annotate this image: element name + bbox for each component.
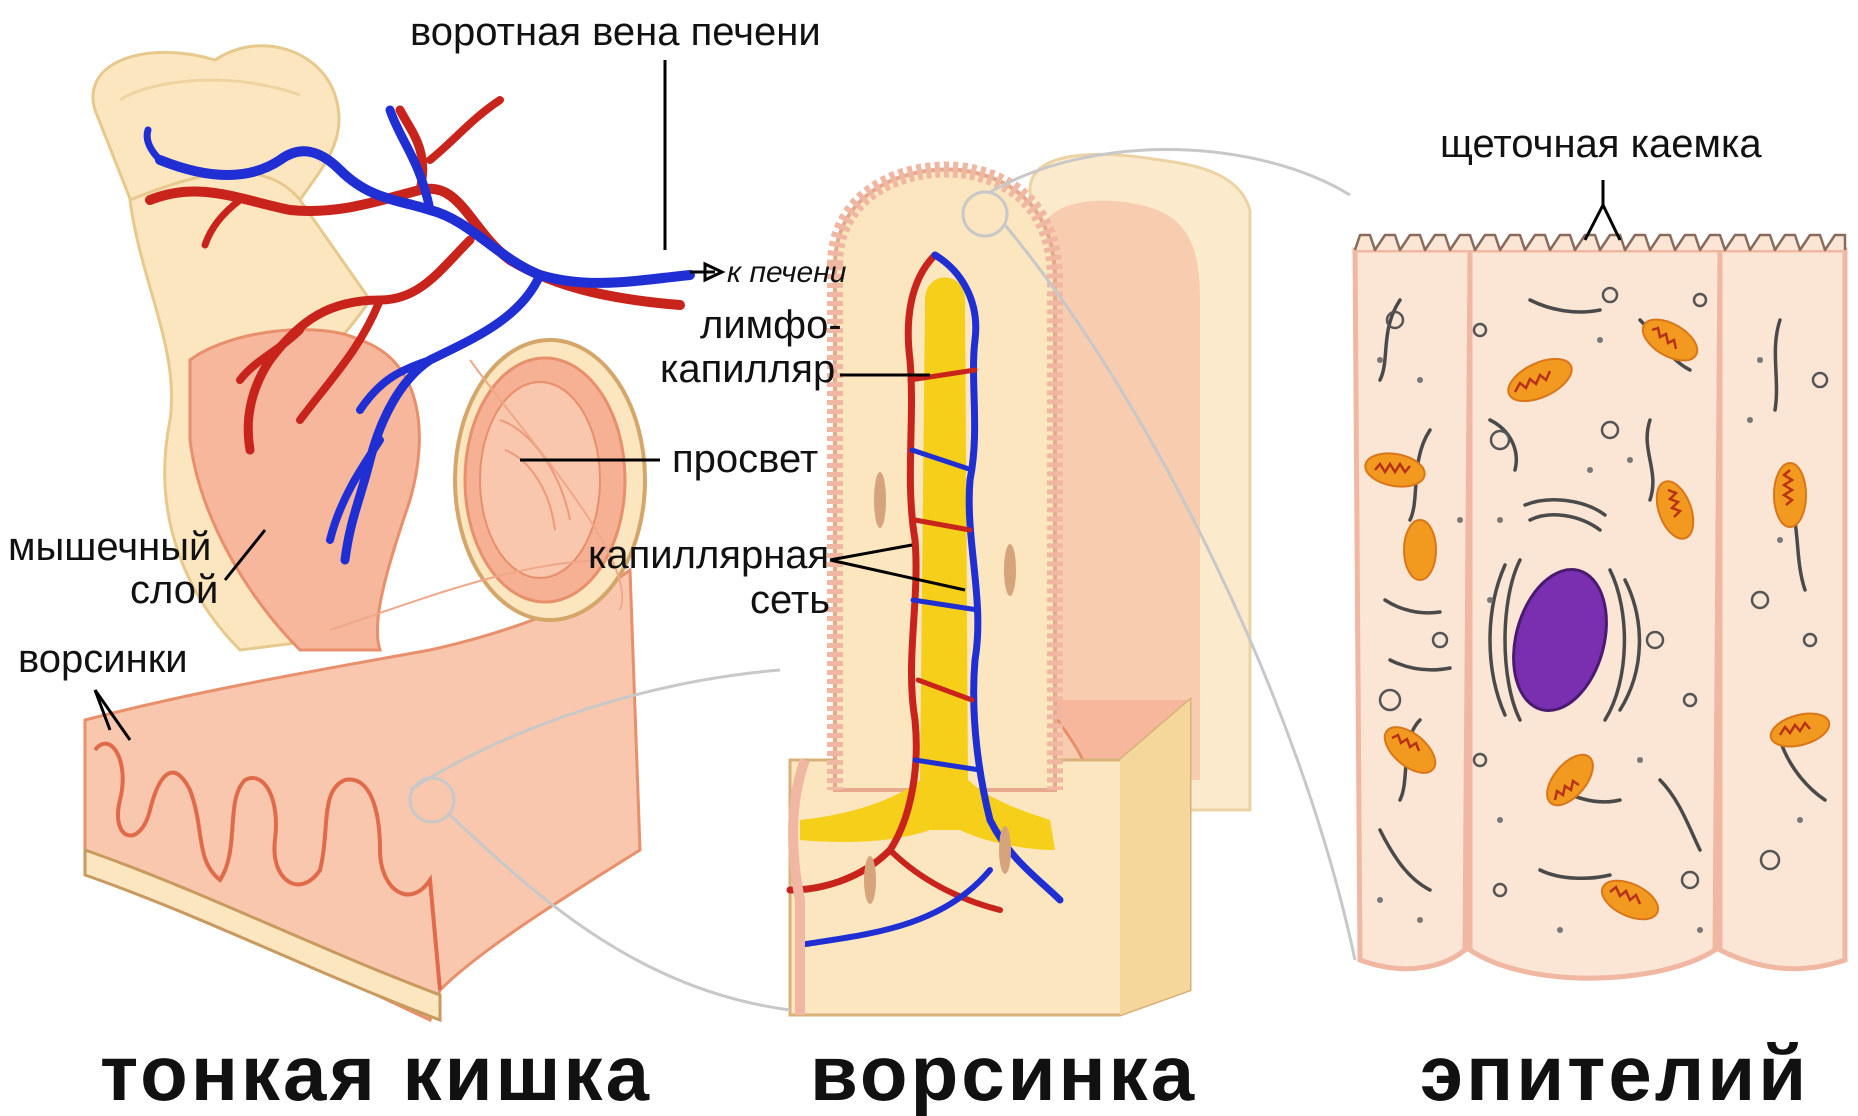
microvilli: [1355, 235, 1845, 250]
panel-title-small-intestine: тонкая кишка: [100, 1029, 652, 1116]
lymph-capillary-label-line1: лимфо-: [700, 303, 842, 347]
muscle-layer-label-line1: мышечный: [8, 525, 211, 569]
to-liver-label: к печени: [727, 256, 847, 289]
portal-vein-label: воротная вена печени: [410, 10, 821, 54]
villus-illustration: [790, 154, 1250, 1015]
lymph-capillary-label-line2: капилляр: [660, 347, 835, 391]
muscle-layer-label-line2: слой: [130, 568, 218, 612]
capillary-network-label-line2: сеть: [750, 578, 830, 622]
lumen-label: просвет: [672, 437, 818, 481]
capillary-network-label-line1: капиллярная: [588, 533, 829, 577]
villi-label: ворсинки: [18, 637, 188, 681]
panel-title-epithelium: эпителий: [1420, 1029, 1809, 1116]
panel-title-villus: ворсинка: [810, 1029, 1197, 1116]
brush-border-label: щеточная каемка: [1440, 122, 1762, 166]
epithelium-illustration: [1355, 235, 1845, 978]
